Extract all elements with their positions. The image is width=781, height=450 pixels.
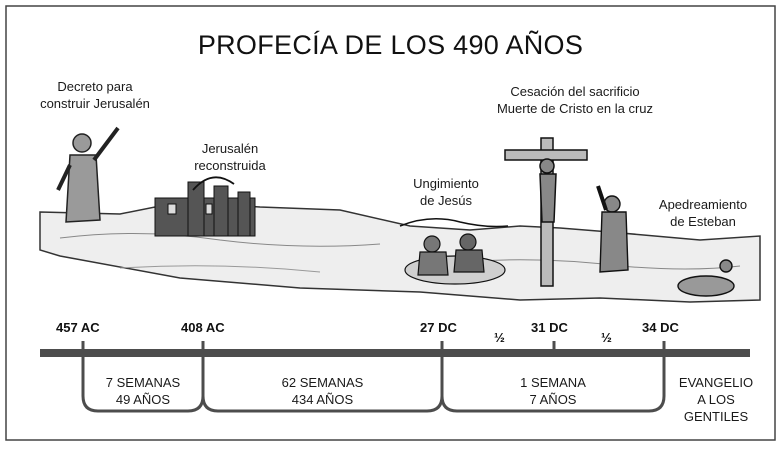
decree-figure-illustration [56, 126, 120, 223]
rebuilt-caption-line-1: Jerusalén [201, 141, 259, 156]
decree-caption-line-1: Decreto para [57, 79, 133, 94]
segment-label-7-weeks: 7 SEMANAS 49 AÑOS [83, 374, 203, 408]
anointing-illustration [399, 218, 509, 285]
segment-label-1-week-line-1: 1 SEMANA [520, 375, 586, 390]
cessation-caption: Cesación del sacrificio Muerte de Cristo… [450, 83, 700, 117]
year-label-27dc: 27 DC [420, 320, 457, 335]
segment-label-62-weeks-line-1: 62 SEMANAS [281, 375, 364, 390]
segment-brackets [81, 357, 666, 413]
rebuilt-caption-line-2: reconstruida [194, 158, 266, 173]
decree-caption-line-2: construir Jerusalén [40, 96, 150, 111]
stoning-caption: Apedreamiento de Esteban [648, 196, 758, 230]
anointing-caption-line-2: de Jesús [419, 193, 473, 208]
segment-label-7-weeks-line-2: 49 AÑOS [115, 392, 171, 407]
page-title: PROFECÍA DE LOS 490 AÑOS [197, 30, 584, 60]
outer-frame [5, 5, 776, 441]
rebuilt-caption: Jerusalén reconstruida [180, 140, 280, 174]
cessation-caption-line-2: Muerte de Cristo en la cruz [496, 101, 654, 116]
timeline-bar [40, 349, 750, 357]
ground-hatch-3 [119, 265, 321, 273]
stoning-caption-line-1: Apedreamiento [658, 197, 748, 212]
year-label-34dc: 34 DC [642, 320, 679, 335]
cessation-caption-line-1: Cesación del sacrificio [510, 84, 640, 99]
half-marker-2: ½ [601, 330, 612, 345]
year-label-408ac: 408 AC [181, 320, 225, 335]
segment-label-62-weeks: 62 SEMANAS 434 AÑOS [203, 374, 442, 408]
stoning-illustration [596, 185, 735, 297]
segment-label-7-weeks-line-1: 7 SEMANAS [105, 375, 181, 390]
anointing-caption: Ungimiento de Jesús [396, 175, 496, 209]
decree-caption: Decreto para construir Jerusalén [10, 78, 180, 112]
stoning-caption-line-2: de Esteban [670, 214, 736, 229]
segment-label-gentiles-line-1: EVANGELIO [678, 375, 754, 390]
year-label-31dc: 31 DC [531, 320, 568, 335]
anointing-caption-line-1: Ungimiento [413, 176, 479, 191]
year-label-457ac: 457 AC [56, 320, 100, 335]
segment-label-gentiles-line-3: GENTILES [683, 409, 749, 424]
timeline-ticks [81, 341, 666, 349]
half-marker-1: ½ [494, 330, 505, 345]
segment-label-1-week: 1 SEMANA 7 AÑOS [442, 374, 664, 408]
segment-label-gentiles-line-2: A LOS [697, 392, 735, 407]
segment-label-62-weeks-line-2: 434 AÑOS [291, 392, 354, 407]
jerusalem-city-illustration [154, 176, 256, 237]
segment-label-gentiles: EVANGELIO A LOS GENTILES [666, 374, 766, 425]
ground-hatch-1 [59, 232, 381, 247]
crucifixion-illustration [504, 137, 588, 287]
segment-label-1-week-line-2: 7 AÑOS [529, 392, 577, 407]
